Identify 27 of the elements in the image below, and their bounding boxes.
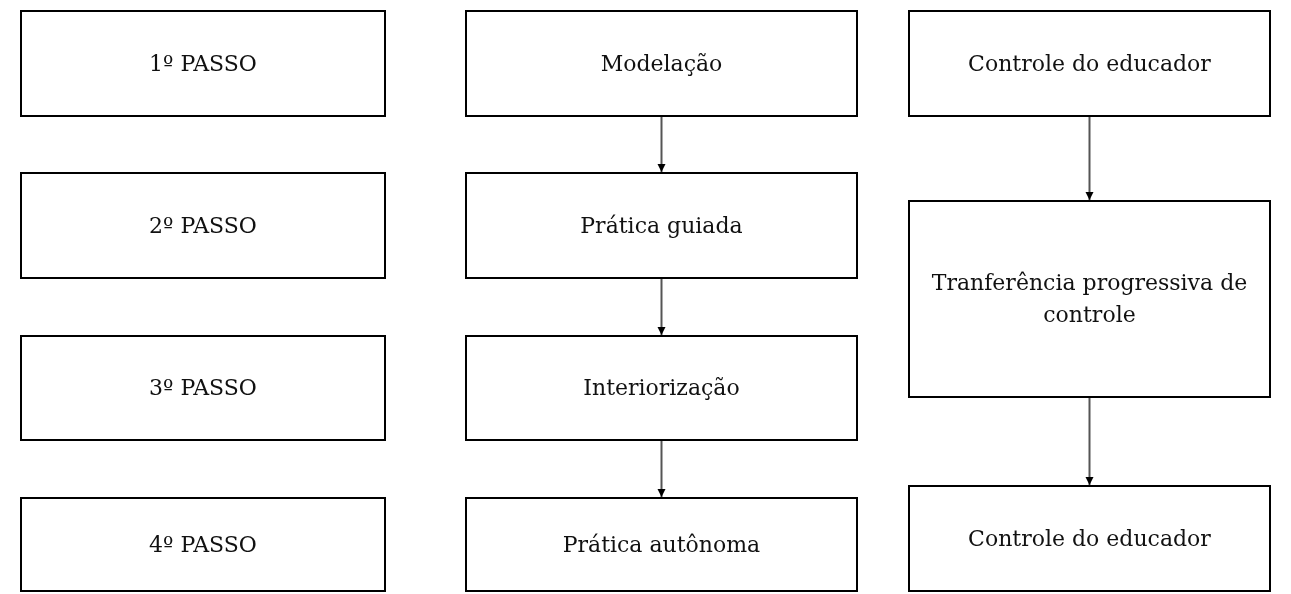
box-label: Interiorização xyxy=(582,374,741,403)
process-box xyxy=(20,335,386,441)
box-label: Controle do educador xyxy=(967,49,1212,78)
arrow xyxy=(1085,116,1094,201)
arrow xyxy=(657,116,666,173)
box-label: 1º PASSO xyxy=(148,49,258,78)
process-box xyxy=(465,497,858,592)
box-label: Prática autônoma xyxy=(561,530,762,559)
box-label: Controle do educador xyxy=(967,524,1212,553)
process-box xyxy=(908,10,1271,117)
box-label: Prática guiada xyxy=(579,211,744,240)
process-box xyxy=(465,335,858,441)
box-label: 4º PASSO xyxy=(148,530,258,559)
process-box xyxy=(20,497,386,592)
arrow xyxy=(657,278,666,336)
box-label: Modelação xyxy=(599,49,724,78)
process-box xyxy=(20,172,386,279)
box-label: 3º PASSO xyxy=(148,374,258,403)
box-label: Tranferência progressiva de controle xyxy=(930,269,1249,329)
process-box xyxy=(908,485,1271,592)
arrow xyxy=(1085,397,1094,486)
process-box xyxy=(465,172,858,279)
process-box xyxy=(20,10,386,117)
process-box xyxy=(908,200,1271,398)
process-box xyxy=(465,10,858,117)
arrow xyxy=(657,440,666,498)
box-label: 2º PASSO xyxy=(148,211,258,240)
